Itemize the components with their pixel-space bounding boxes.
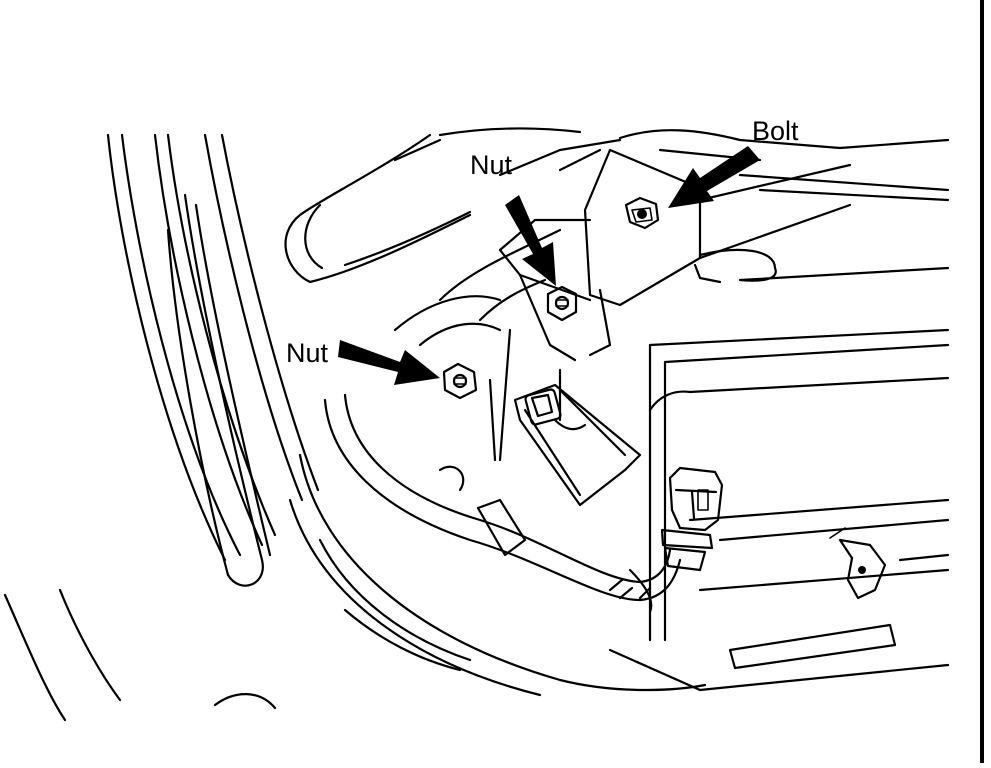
- upper-panel: [284, 127, 622, 284]
- arrow-to-nut-top: [505, 195, 556, 286]
- bolt-fastener: [624, 196, 660, 230]
- right-panel: [648, 328, 950, 692]
- arrow-to-nut-left: [338, 340, 440, 385]
- upper-bar: [618, 129, 950, 284]
- arrow-to-bolt: [668, 146, 760, 208]
- nut-middle-fastener: [546, 285, 578, 322]
- channel-bracket: [513, 383, 642, 507]
- bracket: [393, 148, 852, 462]
- lower-body-lines: [288, 453, 707, 697]
- bolt-label: Bolt: [752, 116, 799, 146]
- nut-label-top: Nut: [470, 150, 513, 180]
- nut-left-fastener: [442, 362, 478, 400]
- door-pillar: [3, 133, 320, 722]
- wiring-harness: [323, 393, 682, 614]
- nut-label-left: Nut: [286, 338, 329, 368]
